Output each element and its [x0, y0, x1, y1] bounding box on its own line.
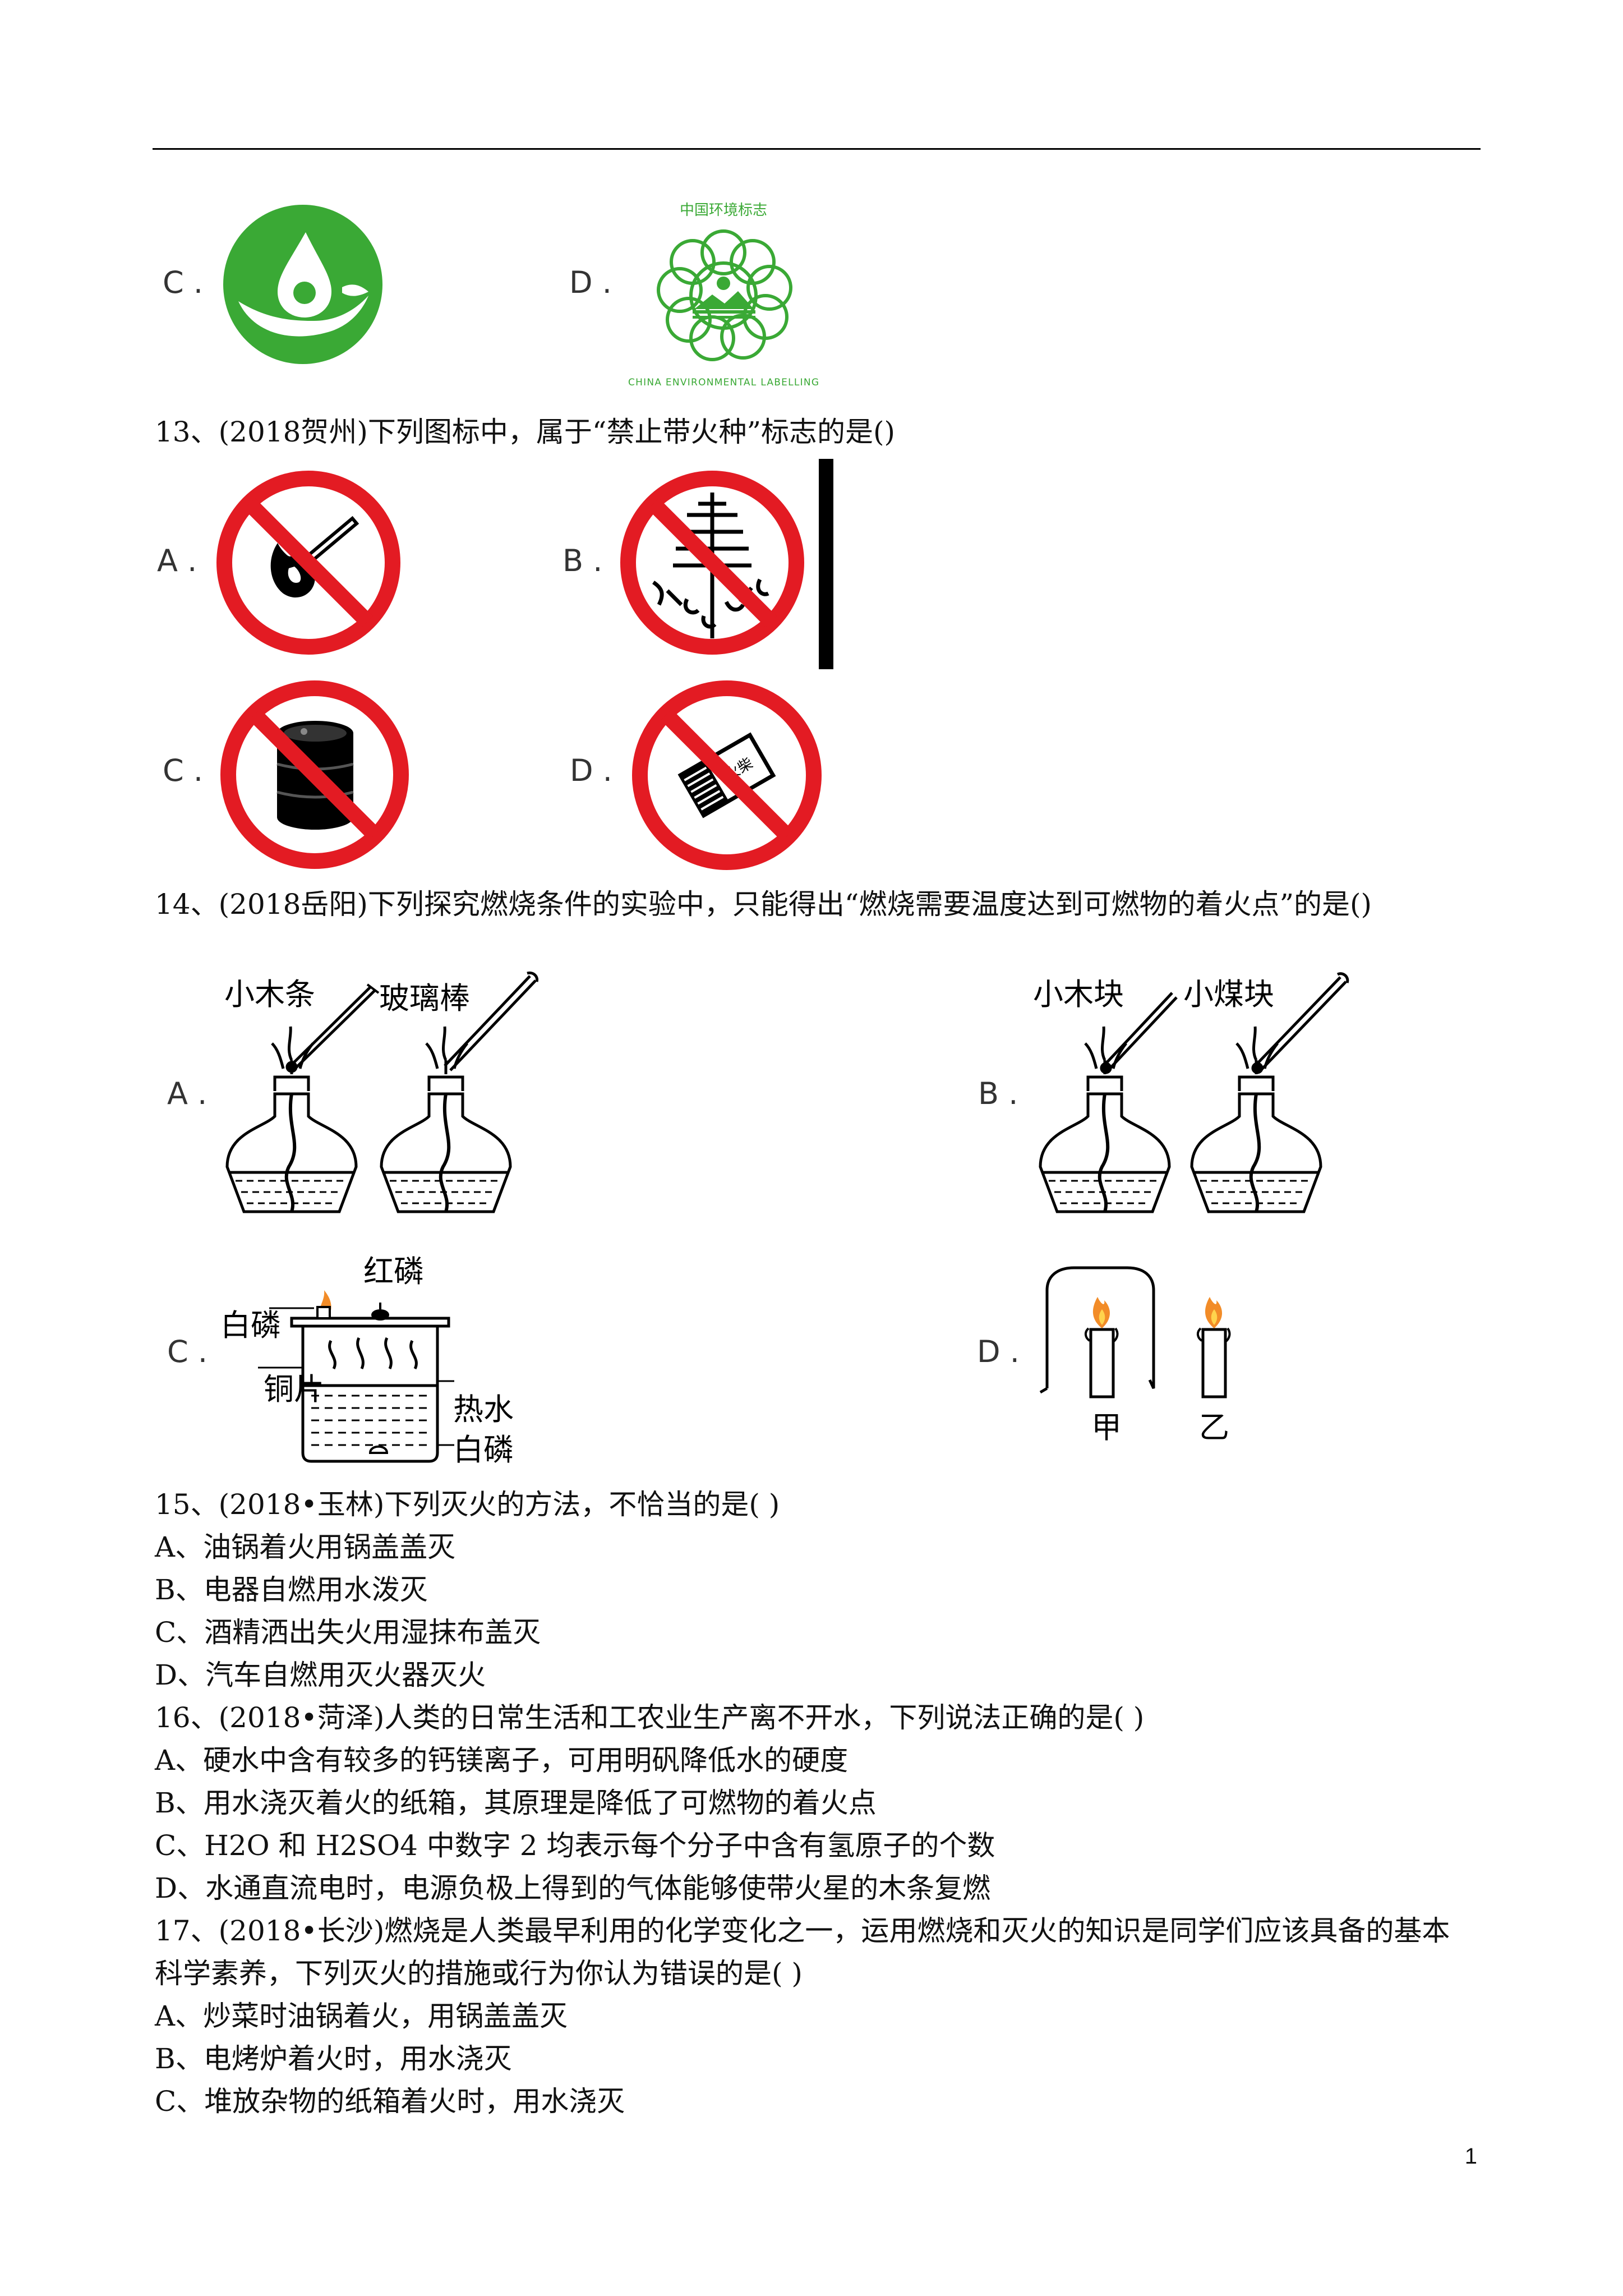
- q14-a-alcohol-lamps-icon[interactable]: [224, 965, 561, 1228]
- q12-option-d-label: D .: [569, 265, 612, 300]
- q13-stem: 13、(2018贺州)下列图标中，属于“禁止带火种”标志的是(): [155, 416, 896, 448]
- page-number: 1: [1464, 2144, 1477, 2169]
- q15-option-a[interactable]: A、油锅着火用锅盖盖灭: [155, 1531, 456, 1563]
- q13-option-a-label: A .: [157, 543, 197, 578]
- water-saving-logo-icon[interactable]: [222, 203, 384, 366]
- no-open-flame-sign-icon[interactable]: [216, 470, 401, 655]
- q13-option-c-label: C .: [163, 753, 204, 788]
- q16-option-b[interactable]: B、用水浇灭着火的纸箱，其原理是降低了可燃物的着火点: [155, 1787, 877, 1819]
- q14-option-c-label: C .: [167, 1334, 208, 1369]
- q15-option-b[interactable]: B、电器自燃用水泼灭: [155, 1573, 428, 1606]
- q16-stem: 16、(2018•菏泽)人类的日常生活和工农业生产离不开水，下列说法正确的是( …: [155, 1701, 1145, 1734]
- q17-option-b[interactable]: B、电烤炉着火时，用水浇灭: [155, 2042, 512, 2075]
- no-matches-sign-icon[interactable]: 火柴: [631, 680, 822, 871]
- q16-option-c[interactable]: C、H2O 和 H2SO4 中数字 2 均表示每个分子中含有氢原子的个数: [155, 1829, 995, 1862]
- q14-d-label-right: 乙: [1199, 1410, 1229, 1445]
- black-vertical-bar: [819, 459, 833, 669]
- q17-stem-line1: 17、(2018•长沙)燃烧是人类最早利用的化学变化之一，运用燃烧和灭火的知识是…: [155, 1915, 1450, 1947]
- no-fireworks-sign-icon[interactable]: [620, 470, 805, 655]
- q15-option-d[interactable]: D、汽车自燃用灭火器灭火: [155, 1659, 486, 1691]
- q16-option-d[interactable]: D、水通直流电时，电源负极上得到的气体能够使带火星的木条复燃: [155, 1872, 991, 1904]
- q16-option-a[interactable]: A、硬水中含有较多的钙镁离子，可用明矾降低水的硬度: [155, 1744, 849, 1777]
- q13-option-b-label: B .: [562, 543, 603, 578]
- q14-b-label-right: 小煤块: [1183, 977, 1274, 1012]
- q14-c-label-bottom: 白磷: [453, 1432, 514, 1467]
- q14-a-label-left: 小木条: [224, 977, 315, 1012]
- q15-stem: 15、(2018•玉林)下列灭火的方法，不恰当的是( ): [155, 1488, 780, 1521]
- q17-option-c[interactable]: C、堆放杂物的纸箱着火时，用水浇灭: [155, 2085, 625, 2118]
- q14-option-b-label: B .: [978, 1076, 1018, 1111]
- q14-a-label-right: 玻璃棒: [379, 981, 470, 1016]
- q12-option-c-label: C .: [163, 265, 204, 300]
- header-rule: [153, 148, 1481, 150]
- q14-c-label-copper: 铜片: [264, 1372, 324, 1407]
- q15-option-c[interactable]: C、酒精洒出失火用湿抹布盖灭: [155, 1616, 541, 1649]
- q13-option-d-label: D .: [570, 753, 612, 788]
- q14-b-label-left: 小木块: [1033, 977, 1124, 1012]
- q14-option-d-label: D .: [977, 1334, 1020, 1369]
- q14-d-label-left: 甲: [1091, 1410, 1122, 1445]
- china-label-ring-text: CHINA ENVIRONMENTAL LABELLING: [628, 377, 819, 388]
- q17-option-a[interactable]: A、炒菜时油锅着火，用锅盖盖灭: [155, 2000, 568, 2032]
- q14-option-a-label: A .: [167, 1076, 208, 1111]
- q14-stem: 14、(2018岳阳)下列探究燃烧条件的实验中，只能得出“燃烧需要温度达到可燃物…: [155, 888, 1372, 921]
- q14-b-alcohol-lamps-icon[interactable]: [1038, 965, 1352, 1228]
- q14-c-label-top: 红磷: [363, 1254, 424, 1289]
- q14-c-copper-plate-experiment-icon[interactable]: [258, 1273, 471, 1470]
- q14-d-candles-icon[interactable]: [1035, 1262, 1276, 1402]
- q14-c-label-left: 白磷: [220, 1308, 281, 1343]
- no-flammable-barrel-sign-icon[interactable]: [220, 680, 409, 869]
- china-environmental-label-icon[interactable]: 中国环境标志 CHINA ENVIRONMENTAL LABELLING: [628, 199, 819, 390]
- q14-c-label-water: 热水: [453, 1392, 514, 1427]
- q17-stem-line2: 科学素养，下列灭火的措施或行为你认为错误的是( ): [155, 1957, 803, 1990]
- china-label-top-text: 中国环境标志: [680, 202, 767, 219]
